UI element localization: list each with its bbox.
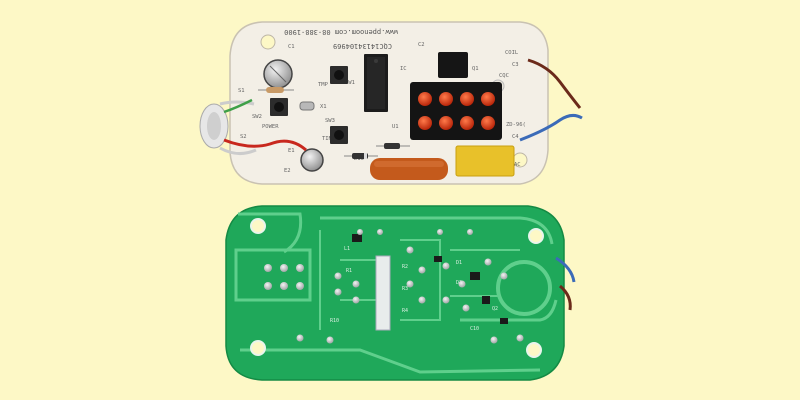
- tactile-switch: [270, 98, 288, 116]
- silk-d1: D1: [456, 260, 462, 266]
- silk-c3: C3: [512, 62, 519, 68]
- silk-r4: R4: [402, 308, 408, 314]
- silk-sw3: SW3: [325, 118, 335, 124]
- component-side-board: www.ppenoom.com 08-388-1900 CQC141341049…: [199, 21, 583, 185]
- electrolytic-capacitor: [263, 59, 293, 89]
- silk-s2: S2: [240, 134, 247, 140]
- coil-pad-ring: [496, 260, 552, 316]
- silk-c4: C4: [512, 134, 519, 140]
- silk-website: www.ppenoom.com 08-388-1900: [284, 28, 398, 36]
- component-board-outline: [229, 21, 549, 185]
- led-array: [410, 82, 502, 140]
- mounting-hole: [528, 228, 544, 244]
- diode: [376, 143, 410, 149]
- silk-ac: AC: [514, 162, 521, 168]
- diode: [344, 153, 378, 159]
- smd-component: [470, 272, 480, 280]
- silk-c2: C2: [418, 42, 425, 48]
- wire-brown-bottom: [559, 284, 572, 311]
- silk-coil: COIL: [505, 50, 519, 56]
- solder-strip: [375, 255, 391, 331]
- resistor: [258, 87, 294, 93]
- silk-e1: E1: [288, 148, 295, 154]
- wire-blue-bottom: [555, 256, 576, 283]
- wire-red: [223, 138, 307, 152]
- silk-zd: ZD-96(: [506, 122, 526, 128]
- mounting-hole: [260, 34, 276, 50]
- silk-part-number: CQC14134104969: [333, 42, 392, 50]
- smd-component: [482, 296, 490, 304]
- solder-joints: [264, 229, 524, 344]
- mounting-hole: [250, 340, 266, 356]
- crystal: [299, 101, 315, 111]
- solder-side-board: L1 R1 R2 R3 R4 D1 D2 Q2 C10 R10: [225, 205, 576, 381]
- silk-l1: L1: [344, 246, 350, 252]
- solder-board-outline: [225, 205, 565, 381]
- smd-component: [352, 234, 362, 242]
- silk-power: POWER: [262, 124, 279, 130]
- silk-cqc: CQC: [499, 73, 509, 79]
- silk-x1: X1: [320, 104, 327, 110]
- transistor: [438, 52, 468, 78]
- silk-q1: Q1: [472, 66, 479, 72]
- silk-r2: R2: [402, 264, 408, 270]
- mounting-hole: [526, 342, 542, 358]
- silk-u1: U1: [392, 124, 399, 130]
- tactile-switch: [330, 126, 348, 144]
- silk-sw1: SW1: [345, 80, 355, 86]
- silk-tmp: TMP: [318, 82, 329, 88]
- smd-component: [434, 256, 442, 262]
- silk-e2: E2: [284, 168, 291, 174]
- silk-sw2: SW2: [252, 114, 262, 120]
- wire-blue: [519, 113, 583, 142]
- silk-r10: R10: [330, 318, 339, 324]
- silk-c10: C10: [470, 326, 479, 332]
- mounting-hole: [250, 218, 266, 234]
- silk-s1: S1: [238, 88, 245, 94]
- dip-ic-chip: [364, 54, 388, 112]
- smd-component: [500, 318, 508, 324]
- silk-ic: IC: [400, 66, 407, 72]
- film-capacitor: [370, 158, 448, 180]
- silk-r1: R1: [346, 268, 352, 274]
- silk-c1: C1: [288, 44, 295, 50]
- wire-brown: [527, 58, 582, 109]
- ferrite-inductor: [199, 100, 257, 155]
- wire-green: [223, 98, 253, 114]
- tactile-switch: [330, 66, 348, 84]
- silk-time: TIME: [322, 136, 335, 142]
- silk-q2: Q2: [492, 306, 498, 312]
- silk-r3: R3: [402, 286, 408, 292]
- filter-capacitor: [455, 145, 515, 177]
- electrolytic-capacitor: [300, 148, 324, 172]
